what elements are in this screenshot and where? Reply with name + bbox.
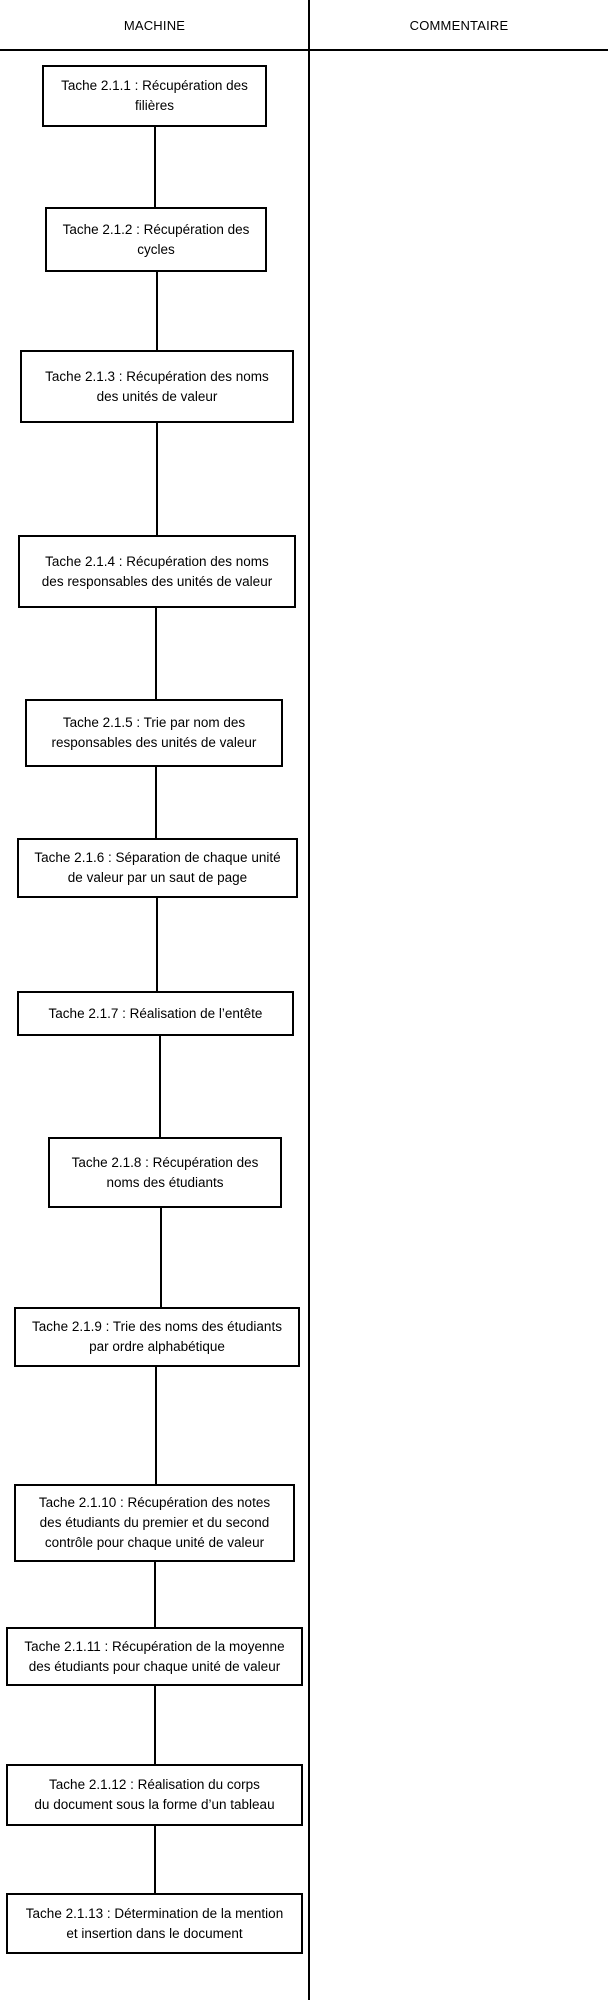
connector-line (156, 898, 158, 991)
task-box: Tache 2.1.5 : Trie par nom des responsab… (25, 699, 283, 767)
connector-line (155, 1367, 157, 1484)
task-box: Tache 2.1.6 : Séparation de chaque unité… (17, 838, 298, 898)
task-box: Tache 2.1.8 : Récupération des noms des … (48, 1137, 282, 1208)
connector-line (159, 1036, 161, 1137)
task-box: Tache 2.1.7 : Réalisation de l’entête (17, 991, 294, 1036)
connector-line (160, 1208, 162, 1307)
connector-line (154, 127, 156, 207)
connector-line (154, 1562, 156, 1627)
task-box: Tache 2.1.12 : Réalisation du corps du d… (6, 1764, 303, 1826)
connector-line (156, 272, 158, 350)
header-divider (0, 49, 608, 51)
task-box: Tache 2.1.10 : Récupération des notes de… (14, 1484, 295, 1562)
task-box: Tache 2.1.11 : Récupération de la moyenn… (6, 1627, 303, 1686)
task-box: Tache 2.1.9 : Trie des noms des étudiant… (14, 1307, 300, 1367)
task-box: Tache 2.1.1 : Récupération des filières (42, 65, 267, 127)
connector-line (154, 1686, 156, 1764)
task-box: Tache 2.1.13 : Détermination de la menti… (6, 1893, 303, 1954)
connector-line (155, 767, 157, 838)
task-box: Tache 2.1.3 : Récupération des noms des … (20, 350, 294, 423)
column-header-machine: MACHINE (123, 17, 186, 33)
connector-line (156, 423, 158, 535)
column-header-commentaire: COMMENTAIRE (409, 17, 509, 33)
connector-line (155, 608, 157, 699)
connector-line (154, 1826, 156, 1893)
task-box: Tache 2.1.4 : Récupération des noms des … (18, 535, 296, 608)
column-divider (308, 0, 310, 2000)
task-box: Tache 2.1.2 : Récupération des cycles (45, 207, 267, 272)
